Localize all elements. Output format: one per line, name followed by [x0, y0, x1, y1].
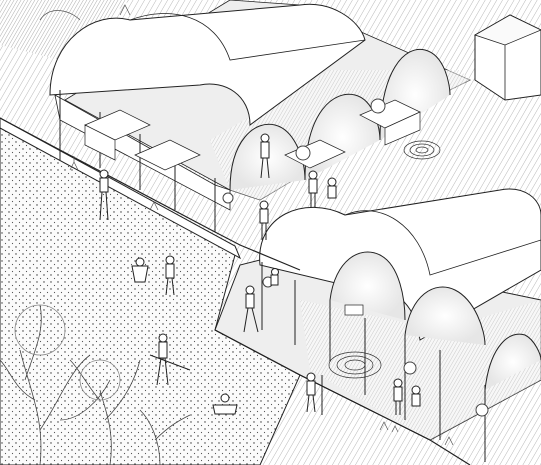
spiral-pattern — [328, 351, 382, 379]
person-figure — [308, 170, 337, 207]
upper-pavilion — [49, 0, 471, 232]
lantern-light — [370, 98, 386, 114]
lower-arch-2 — [404, 286, 486, 346]
person-figure — [149, 333, 191, 386]
lower-columns — [261, 262, 486, 462]
lower-display-box — [344, 304, 364, 316]
person-figure — [131, 255, 175, 296]
person-figure — [212, 393, 238, 415]
lantern-light — [475, 403, 489, 417]
lower-deck-edge — [214, 329, 471, 465]
person-figure — [393, 378, 421, 415]
upper-vault-roof — [49, 3, 366, 126]
lantern-light — [222, 192, 234, 204]
upper-ground-patch — [0, 0, 130, 60]
box-building — [474, 14, 541, 101]
person-figure — [243, 285, 259, 333]
spiral-pattern — [403, 140, 441, 160]
lower-arch-1 — [329, 251, 406, 321]
shrubs — [39, 4, 454, 446]
boardwalk-edge — [0, 117, 301, 271]
person-figure — [99, 169, 109, 221]
person-figure — [259, 200, 269, 240]
person-figure — [270, 268, 279, 286]
lower-pavilion — [214, 188, 541, 462]
lantern-light — [403, 361, 417, 375]
upper-vault-ridge — [129, 13, 366, 61]
lower-arch-3 — [484, 333, 541, 391]
upper-display-boxes — [84, 99, 421, 171]
person-figure — [260, 133, 270, 179]
lantern-light — [295, 145, 311, 161]
lower-vault-ridge — [344, 210, 541, 276]
tree-sketch — [0, 304, 191, 465]
upper-columns — [59, 90, 216, 232]
person-figure — [306, 372, 323, 415]
